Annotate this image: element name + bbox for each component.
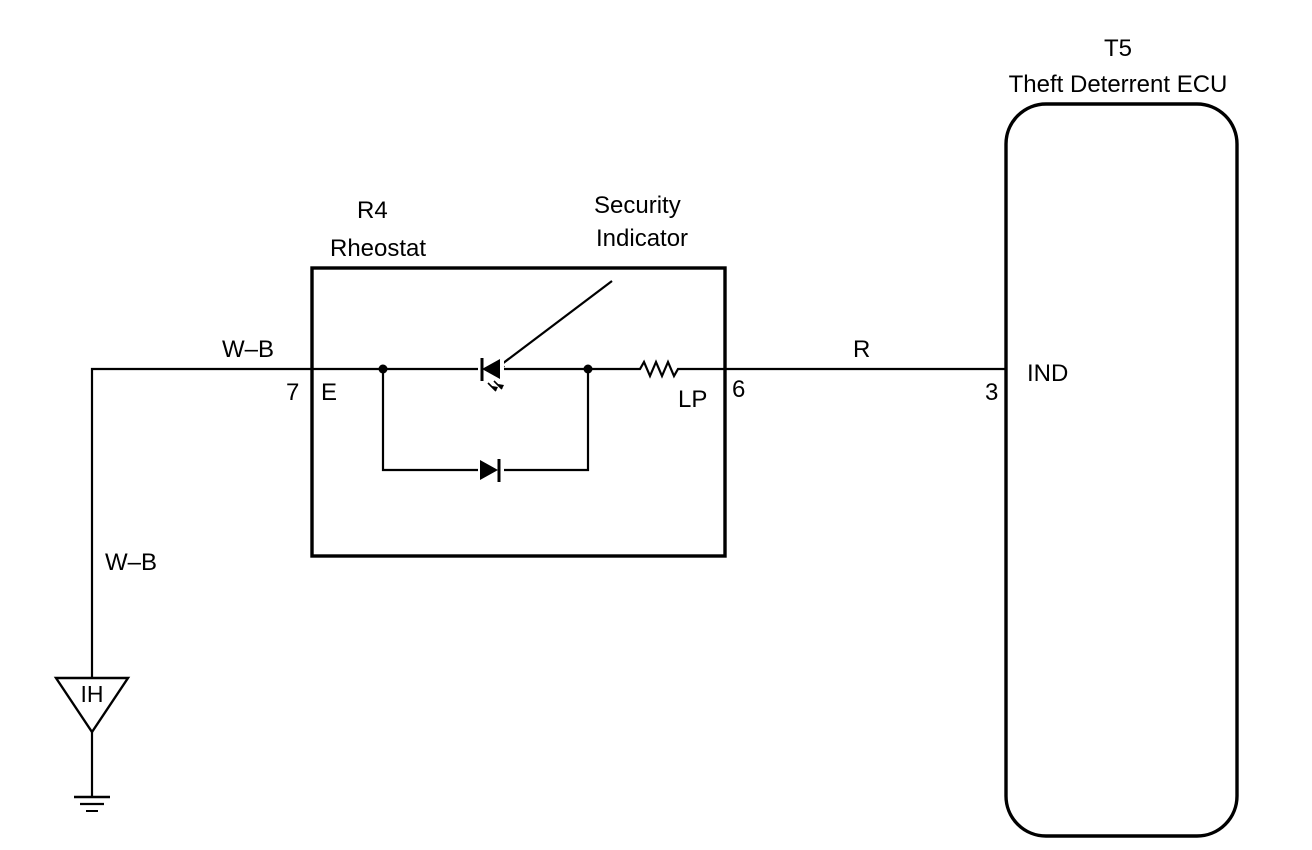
wire-color-right: R (853, 336, 870, 363)
rheostat-pin-right-number: 6 (732, 376, 745, 403)
ground-icon (74, 795, 110, 812)
rheostat-pin-left-number: 7 (286, 379, 299, 406)
ecu-box (1004, 102, 1239, 838)
rheostat-box (310, 266, 727, 558)
wire-left (90, 367, 312, 678)
ecu-pin-number: 3 (985, 379, 998, 406)
indicator-label-line1: Security (594, 192, 681, 219)
ground-point-icon: IH (53, 676, 131, 796)
ecu-name: Theft Deterrent ECU (1009, 71, 1228, 98)
diode-icon (478, 459, 504, 482)
rheostat-pin-right-name: LP (678, 386, 707, 413)
wire-color-top-left: W–B (222, 336, 274, 363)
rheostat-name: Rheostat (330, 235, 426, 262)
rheostat-code: R4 (357, 197, 388, 224)
indicator-leader-line (493, 280, 613, 371)
rheostat-pin-left-name: E (321, 379, 337, 406)
indicator-label-line2: Indicator (596, 225, 688, 252)
ecu-pin-name: IND (1027, 360, 1068, 387)
ecu-code: T5 (1104, 35, 1132, 62)
resistor-icon (634, 359, 680, 379)
ground-point-label: IH (81, 681, 104, 707)
led-icon (478, 358, 504, 392)
wire-color-left-vertical: W–B (105, 549, 157, 576)
wire-inner-branch (381, 369, 590, 472)
